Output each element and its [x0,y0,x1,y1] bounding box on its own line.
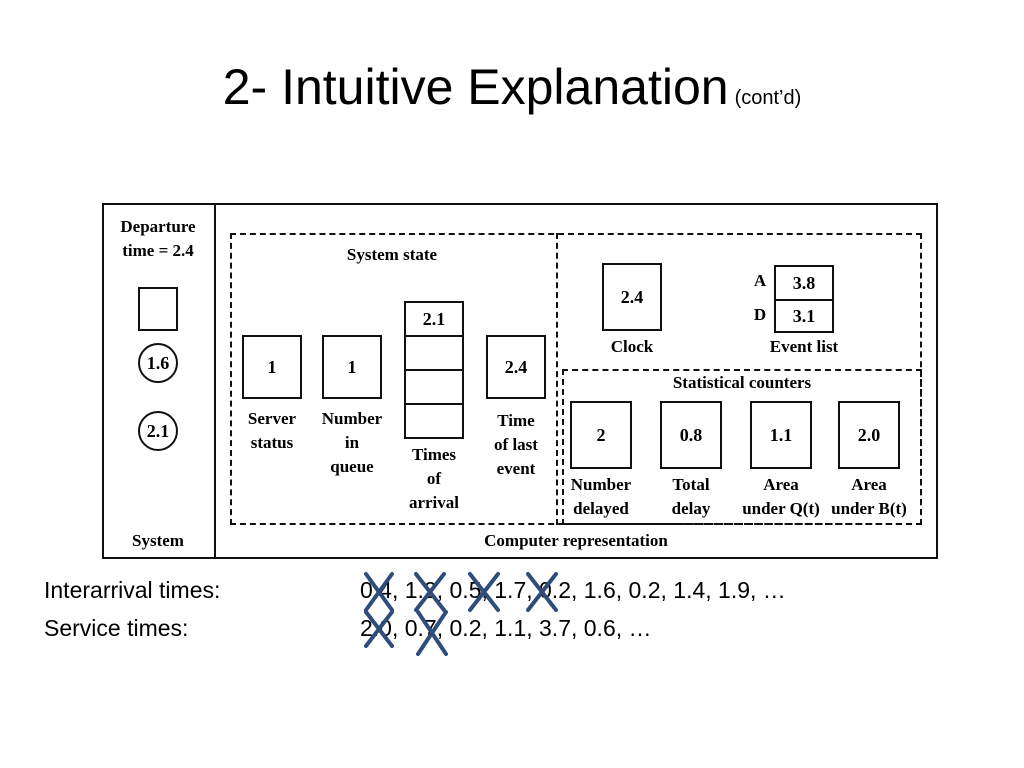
cross-mark-icon [364,572,394,612]
event-list-cell: 3.1 [774,299,834,333]
event-list-key-a: A [753,271,767,290]
cross-mark-icon [526,572,558,612]
time-of-last-event-label-line2: of last [494,435,538,454]
number-in-queue-label-line3: queue [330,457,374,476]
total-delay-label-line1: Total [672,475,710,494]
system-label: System [132,531,184,550]
queue-customer-circle: 2.1 [138,411,178,451]
service-times-label: Service times: [44,615,189,641]
slide-title-sub: (cont’d) [734,87,802,109]
number-delayed-label-line2: delayed [573,499,629,518]
cross-mark-icon [364,610,394,648]
server-status-label-line1: Server [247,409,297,428]
counter-box: 2 [570,401,632,469]
area-under-q-value: 1.1 [769,424,793,445]
statistical-counters-label: Statistical counters [672,373,812,392]
queue-customer-circle: 1.6 [138,343,178,383]
event-list-value-d: 3.1 [792,305,816,326]
queue-customer-value: 1.6 [146,352,170,373]
slide-title: 2- Intuitive Explanation(cont’d) [0,62,1024,112]
cross-mark-icon [468,572,500,612]
event-list-value-a: 3.8 [792,272,816,293]
server-status-box: 1 [242,335,302,399]
computer-representation-label: Computer representation [484,531,668,550]
clock-value: 2.4 [620,286,644,307]
counter-box: 2.0 [838,401,900,469]
times-of-arrival-label-line3: arrival [408,493,460,512]
time-of-last-event-label-line3: event [496,459,536,478]
time-of-last-event-box: 2.4 [486,335,546,399]
arrival-time-cell [404,403,464,439]
server-box [138,287,178,331]
interarrival-times-label: Interarrival times: [44,577,221,603]
area-under-q-label-line2: under Q(t) [742,499,820,518]
clock-label: Clock [610,337,654,356]
slide-title-main: 2- Intuitive Explanation [222,59,729,115]
queue-customer-value: 2.1 [146,420,170,441]
cross-mark-icon [414,572,446,612]
cross-mark-icon [416,610,448,656]
system-state-divider [556,233,558,525]
number-in-queue-label-line2: in [344,433,360,452]
number-in-queue-label-line1: Number [321,409,383,428]
event-list-key-d: D [753,305,767,324]
event-list-label: Event list [769,337,839,356]
clock-box: 2.4 [602,263,662,331]
server-status-value: 1 [267,356,277,377]
area-under-b-label-line1: Area [851,475,887,494]
number-delayed-value: 2 [596,424,606,445]
total-delay-label-line2: delay [671,499,711,518]
number-delayed-label-line1: Number [570,475,632,494]
departure-label-line2: time = 2.4 [122,241,194,260]
diagram-frame [102,203,938,559]
number-in-queue-value: 1 [347,356,357,377]
departure-label-line1: Departure [120,217,196,236]
statistical-counters-box [562,369,922,525]
simulation-diagram: Departure time = 2.4 1.6 2.1 System Comp… [102,203,938,559]
server-status-label-line2: status [250,433,294,452]
number-in-queue-box: 1 [322,335,382,399]
arrival-time-value: 2.1 [422,308,446,329]
counter-box: 1.1 [750,401,812,469]
area-under-q-label-line1: Area [763,475,799,494]
times-of-arrival-label-line1: Times [411,445,457,464]
time-of-last-event-label-line1: Time [497,411,535,430]
times-of-arrival-label-line2: of [426,469,442,488]
area-under-b-label-line2: under B(t) [831,499,907,518]
area-under-b-value: 2.0 [857,424,881,445]
panel-divider [214,203,216,559]
counter-box: 0.8 [660,401,722,469]
interarrival-times-values: 0.4, 1.2, 0.5, 1.7, 0.2, 1.6, 0.2, 1.4, … [360,577,786,603]
time-of-last-event-value: 2.4 [504,356,528,377]
total-delay-value: 0.8 [679,424,703,445]
system-state-label: System state [346,245,438,264]
